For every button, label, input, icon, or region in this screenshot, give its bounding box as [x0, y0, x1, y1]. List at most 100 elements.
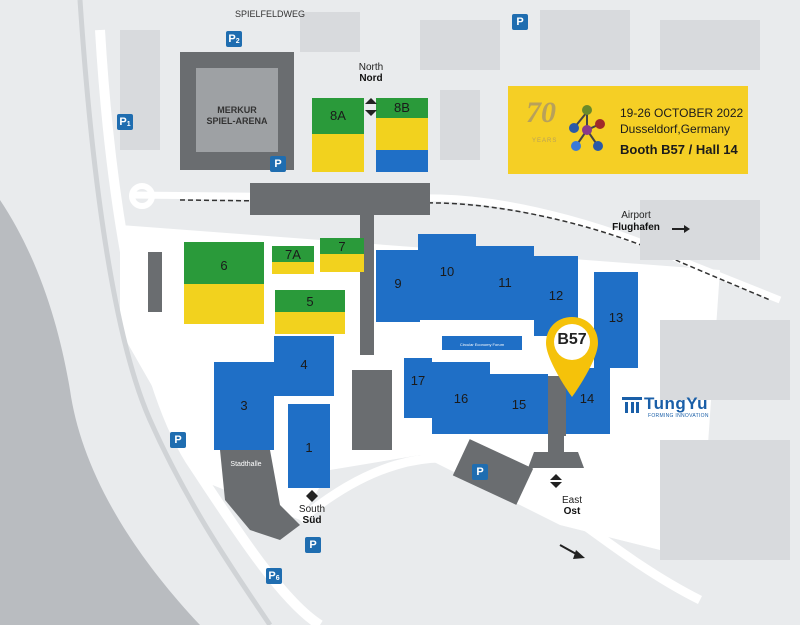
- stadthalle-label: Stadthalle: [230, 461, 261, 468]
- hall-label-12: 12: [549, 288, 563, 303]
- hall-label-9: 9: [394, 276, 401, 291]
- building-grey-mid: [352, 370, 392, 450]
- hall-5-yellow: [275, 312, 345, 334]
- hall-3: [214, 362, 274, 450]
- south-arrow-down-icon: [306, 496, 318, 502]
- hall-label-7a: 7A: [285, 247, 301, 262]
- hall-6-green: [184, 242, 264, 284]
- hall-7-yellow: [320, 254, 364, 272]
- hall-label-11: 11: [498, 275, 512, 290]
- blue-halls: [214, 234, 638, 488]
- hall-label-7: 7: [338, 239, 345, 254]
- molecule-icon: [569, 105, 605, 151]
- south-arrow-icon: [306, 490, 318, 496]
- building-grey-left: [148, 252, 162, 312]
- parking-east-sign: P: [472, 464, 488, 480]
- event-dates: 19-26 OCTOBER 2022: [620, 106, 744, 120]
- hall-9: [376, 250, 420, 322]
- hall-label-13: 13: [609, 310, 623, 325]
- hall-label-16: 16: [454, 391, 468, 406]
- north-label-de: Nord: [359, 73, 382, 84]
- walkway-central: [360, 215, 374, 355]
- hall-label-3: 3: [240, 398, 247, 413]
- hall-label-8a: 8A: [330, 108, 346, 123]
- hall-4: [274, 336, 334, 396]
- booth-pin-icon: [546, 317, 598, 397]
- hall-15: [490, 374, 548, 434]
- roundabout: [129, 183, 155, 209]
- arena-inner: [196, 68, 278, 152]
- hall-label-14: 14: [580, 391, 594, 406]
- hall-8b-yellow: [376, 118, 428, 150]
- anniversary-sub: YEARS: [532, 138, 558, 144]
- anniversary-logo: 70: [526, 96, 556, 129]
- east-label: East: [562, 495, 582, 506]
- airport-label: Airport: [621, 210, 651, 221]
- hall-16: [432, 362, 490, 434]
- east-entrance: [528, 452, 584, 468]
- hall-7-green: [320, 238, 364, 254]
- building-grey-right: [452, 439, 534, 505]
- river: [0, 200, 200, 625]
- east-arrow-icon: [550, 474, 562, 480]
- hall-1: [288, 404, 330, 488]
- hall-label-10: 10: [440, 264, 454, 279]
- company-logo: TungYu FORMING INNOVATION: [622, 394, 742, 424]
- arena-label-1: MERKUR: [217, 105, 257, 115]
- east-label-de: Ost: [564, 506, 581, 517]
- hall-8a-green: [312, 98, 364, 134]
- rail-line: [77, 0, 273, 625]
- hall-17: [404, 358, 432, 418]
- hall-8b-green: [376, 98, 428, 118]
- hall-13: [594, 272, 638, 368]
- south-label-de: Süd: [303, 515, 322, 526]
- exit-arrowhead-icon: [573, 550, 585, 559]
- hall-label-8b: 8B: [394, 100, 410, 115]
- north-arrow-down-icon: [365, 110, 377, 116]
- tungyu-logo-icon: [622, 397, 642, 413]
- booth-info: Booth B57 / Hall 14: [620, 142, 738, 157]
- event-location: Dusseldorf,Germany: [620, 122, 731, 136]
- forum-building: [442, 336, 522, 350]
- airport-arrowhead-icon: [684, 225, 690, 233]
- hall-label-4: 4: [300, 357, 307, 372]
- hall-label-15: 15: [512, 397, 526, 412]
- hall-8b-blue: [376, 150, 428, 172]
- hall-8a-yellow: [312, 134, 364, 172]
- hall-10: [418, 234, 476, 320]
- walkway-hall14: [548, 376, 566, 436]
- south-label: South: [299, 504, 325, 515]
- hall-5-green: [275, 290, 345, 312]
- hall-11: [476, 246, 534, 320]
- event-info-box: 70 YEARS 19-26 OCTOBER 2022 Dusseldorf,G…: [508, 86, 748, 174]
- forum-label: Circular Economy Forum: [460, 342, 505, 347]
- hall-label-5: 5: [306, 294, 313, 309]
- hall-6-yellow: [184, 284, 264, 324]
- parking-arena-sign: P: [270, 156, 286, 172]
- hall-label-17: 17: [411, 373, 425, 388]
- hall-7a-green: [272, 246, 314, 262]
- company-name: TungYu: [644, 394, 709, 413]
- hall-7a-yellow: [272, 262, 314, 274]
- street-label: SPIELFELDWEG: [235, 9, 305, 19]
- company-tagline: FORMING INNOVATION: [648, 413, 709, 419]
- booth-pin-label: B57: [557, 331, 587, 348]
- city-blocks: [120, 10, 790, 560]
- hall-label-6: 6: [220, 258, 227, 273]
- parking-south-sign: P: [305, 537, 321, 553]
- parking-sign: P: [512, 14, 528, 30]
- parking-west-sign: P: [170, 432, 186, 448]
- stadthalle-building: [220, 450, 300, 540]
- bridge-top: [250, 183, 430, 215]
- hall-label-1: 1: [305, 440, 312, 455]
- north-arrow-icon: [365, 98, 377, 104]
- arena-label-2: SPIEL-ARENA: [206, 116, 268, 126]
- north-label: North: [359, 62, 383, 73]
- airport-label-de: Flughafen: [612, 222, 660, 233]
- east-arrow-down-icon: [550, 482, 562, 488]
